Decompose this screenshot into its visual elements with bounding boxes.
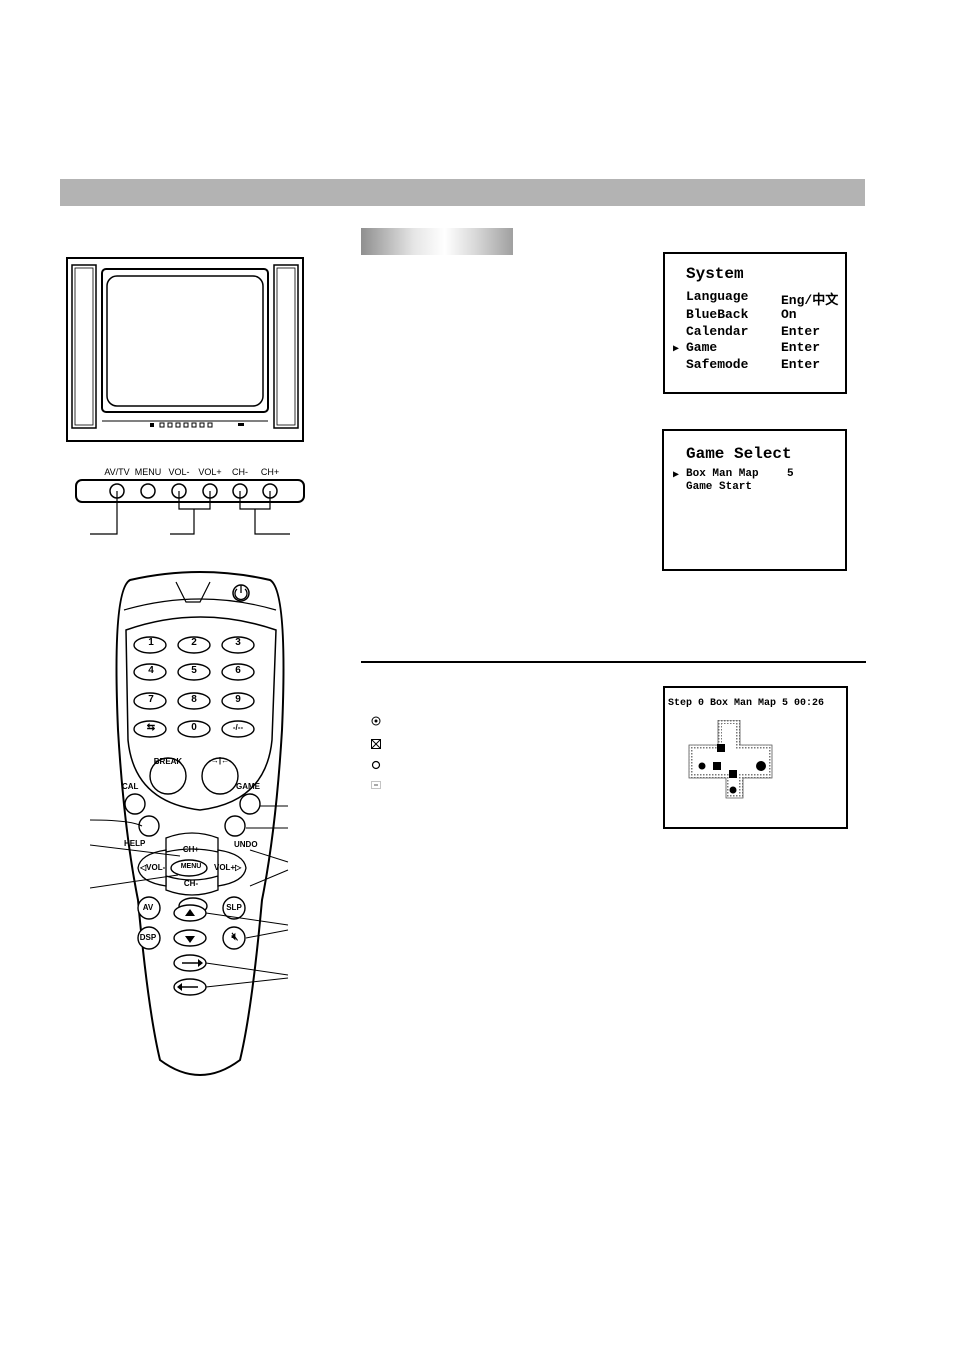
menu-button-label: MENU [134,467,162,477]
menu-value-game: Enter [781,340,821,355]
menu-item-game[interactable]: Game [686,340,718,355]
game-label: GAME [236,782,260,791]
hold-label: →|← [210,756,230,765]
tv-set-illustration [66,257,304,442]
vol-minus-button-label: VOL- [168,467,190,477]
header-bar [60,179,865,206]
ch-plus-label: CH+ [182,845,200,854]
menu-value-blueback: On [781,307,797,322]
menu-value-safemode: Enter [781,357,821,372]
section-label-bar [361,228,513,255]
menu-item-blueback[interactable]: BlueBack [686,307,749,322]
game-select-map-value: 5 [787,468,794,480]
key-9-label: 9 [235,694,241,705]
key-5-label: 5 [191,665,197,676]
cal-label: CAL [122,782,139,791]
ch-plus-button-label: CH+ [260,467,280,477]
game-select-menu: Game Select ▶ Box Man Map 5 Game Start [662,429,847,571]
system-menu-title: System [686,265,744,283]
key-2-label: 2 [191,637,197,648]
player-icon [371,716,381,726]
menu-value-language: Eng/中文 [781,293,839,308]
recall-icon: ⇆ [146,722,156,733]
target-icon [371,760,381,770]
vol-plus-button-label: VOL+ [198,467,222,477]
slp-label: SLP [226,903,242,912]
mute-icon: 🔇︎ [231,931,239,943]
key-8-label: 8 [191,694,197,705]
ch-minus-button-label: CH- [232,467,248,477]
game-select-title: Game Select [686,445,792,463]
game-status: Step 0 Box Man Map 5 00:26 [668,698,825,709]
av-tv-button-label: AV/TV [104,467,130,477]
game-board [688,720,773,799]
vol-minus-label: ◁VOL- [140,863,166,872]
box-icon [371,739,381,749]
key-3-label: 3 [235,637,241,648]
help-label: HELP [124,839,146,848]
section-divider [361,661,866,663]
key-digit-label: -/-- [232,723,244,732]
key-6-label: 6 [235,665,241,676]
game-screen: Step 0 Box Man Map 5 00:26 [663,686,848,829]
game-select-item-map[interactable]: Box Man Map [686,468,759,480]
menu-item-safemode[interactable]: Safemode [686,357,749,372]
undo-label: UNDO [234,840,258,849]
game-select-item-start[interactable]: Game Start [686,481,753,493]
menu-cursor-icon: ▶ [673,344,680,355]
remote-control-illustration [90,571,289,1076]
menu-item-language[interactable]: Language [686,289,749,304]
dsp-label: DSP [139,933,157,942]
av-label: AV [142,903,154,912]
game-select-cursor-icon: ▶ [673,470,680,481]
key-4-label: 4 [148,665,154,676]
front-panel-illustration [75,479,305,535]
key-1-label: 1 [148,637,154,648]
key-7-label: 7 [148,694,154,705]
ch-minus-label: CH- [183,879,199,888]
key-0-label: 0 [191,722,197,733]
vol-plus-label: VOL+▷ [214,863,242,872]
menu-value-calendar: Enter [781,324,821,339]
break-label: BREAK [153,757,183,766]
system-menu: System Language Eng/中文 BlueBack On Calen… [663,252,847,394]
wall-icon [371,781,381,791]
menu-label: MENU [180,863,202,870]
menu-item-calendar[interactable]: Calendar [686,324,749,339]
